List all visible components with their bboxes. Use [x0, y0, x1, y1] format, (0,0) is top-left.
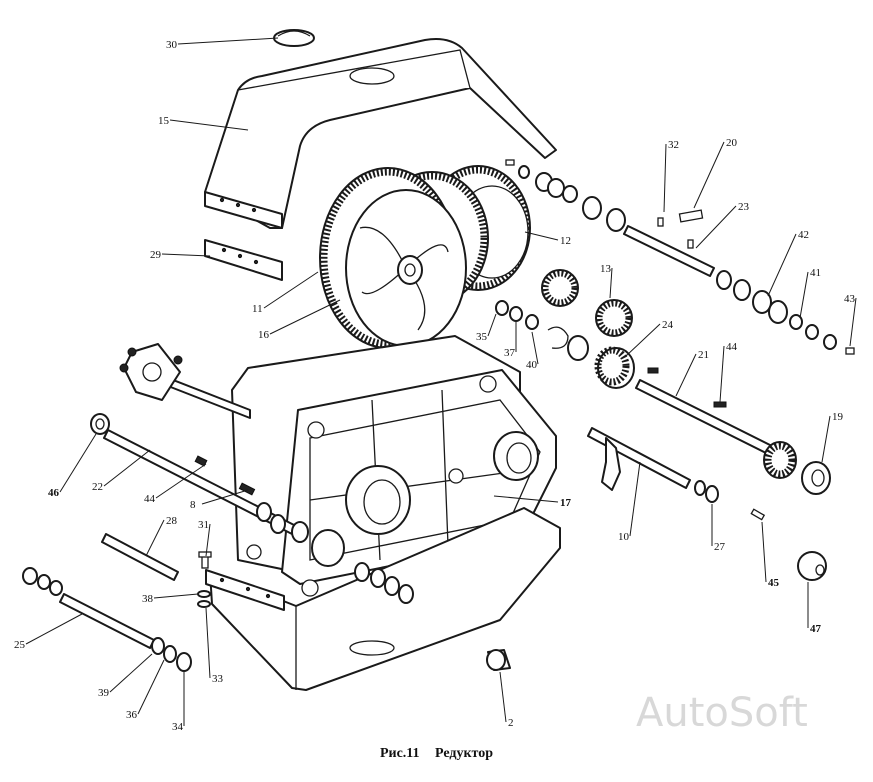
shaft-25-assembly [22, 567, 192, 672]
callout-number: 36 [126, 709, 138, 721]
callout-leader [695, 205, 737, 249]
figure-number: Рис.11 [379, 746, 420, 761]
callout-number: 46 [48, 487, 60, 499]
callout-leader [487, 313, 497, 337]
watermark: AutoSoft [636, 690, 808, 736]
callout-leader [675, 353, 697, 397]
callout-leader [609, 267, 613, 299]
callout-leader [153, 593, 199, 599]
top-cover [204, 38, 557, 229]
shaft-23-assembly [505, 159, 855, 355]
callout-leader [719, 345, 725, 403]
callout-leader [524, 231, 559, 241]
callout-leader [59, 433, 97, 493]
shaft-10-assembly [587, 427, 766, 521]
callout-leader [499, 671, 507, 723]
callout-number: 31 [198, 519, 209, 531]
callout-leader [629, 461, 641, 537]
callout-leader [663, 143, 667, 213]
callout-number: 12 [560, 235, 571, 247]
callout-leader [161, 253, 211, 257]
ball-47 [797, 551, 827, 581]
washers-35-37-40 [495, 300, 635, 389]
callout-number: 44 [144, 493, 156, 505]
callout-leader [109, 653, 153, 693]
callout-leader [263, 271, 319, 309]
callout-leader [103, 449, 151, 487]
callout-leader [767, 233, 797, 297]
filler-cap [273, 29, 315, 47]
callout-leader [693, 141, 725, 209]
callout-labels: 30 15 29 11 16 12 32 20 23 42 41 43 13 24 35 37 40 21 44 19… [14, 37, 857, 733]
callout-number: 24 [662, 319, 674, 331]
callout-leader [25, 613, 83, 645]
lower-bearings [256, 502, 414, 604]
callout-leader [849, 297, 857, 347]
callout-leader [145, 519, 165, 557]
callout-number: 11 [252, 303, 263, 315]
callout-number: 19 [832, 411, 844, 423]
callout-leader [155, 463, 207, 499]
callout-leader [493, 495, 559, 503]
callout-number: 20 [726, 137, 738, 149]
callout-number: 15 [158, 115, 170, 127]
callout-number: 27 [714, 541, 726, 553]
pinion-gears [541, 269, 633, 337]
callout-number: 21 [698, 349, 709, 361]
callout-leader [799, 271, 809, 319]
callout-number: 17 [560, 497, 572, 509]
callout-number: 23 [738, 201, 750, 213]
callout-number: 41 [810, 267, 821, 279]
callout-number: 33 [212, 673, 224, 685]
callout-leader [205, 523, 211, 557]
oil-pan [205, 507, 561, 691]
callout-number: 16 [258, 329, 270, 341]
callout-leader [201, 489, 249, 505]
callout-number: 13 [600, 263, 612, 275]
callout-number: 45 [768, 577, 780, 589]
callout-number: 29 [150, 249, 162, 261]
callout-leader [625, 323, 661, 357]
callout-number: 32 [668, 139, 679, 151]
pin-28 [101, 533, 179, 581]
callout-number: 10 [618, 531, 630, 543]
shaft-21-assembly [635, 367, 831, 495]
callout-leader [761, 521, 767, 583]
callout-number: 34 [172, 721, 184, 733]
callout-leader [205, 607, 211, 679]
callout-number: 30 [166, 39, 178, 51]
callout-leader [531, 331, 539, 365]
callout-number: 25 [14, 639, 26, 651]
gasket-strip [204, 239, 283, 281]
callout-number: 8 [190, 499, 196, 511]
callout-leader [169, 119, 249, 131]
large-gear-front [319, 167, 467, 349]
callout-leader [821, 415, 831, 463]
callout-number: 28 [166, 515, 178, 527]
callout-number: 42 [798, 229, 809, 241]
callout-number: 2 [508, 717, 514, 729]
figure-title: Редуктор [435, 746, 494, 761]
callout-number: 44 [726, 341, 738, 353]
callout-number: 35 [476, 331, 488, 343]
callout-number: 39 [98, 687, 110, 699]
input-shaft-assembly [119, 343, 251, 419]
bolt-and-washers [197, 551, 212, 608]
figure-caption: Рис.11 Редуктор [0, 746, 873, 762]
callout-number: 22 [92, 481, 103, 493]
callout-leader [177, 37, 279, 45]
callout-number: 38 [142, 593, 154, 605]
callout-number: 47 [810, 623, 822, 635]
drain-plug [486, 649, 511, 671]
callout-number: 37 [504, 347, 516, 359]
callout-number: 43 [844, 293, 856, 305]
callout-leader [137, 659, 165, 715]
callout-number: 40 [526, 359, 538, 371]
gearbox-housing [231, 335, 557, 597]
callout-leader [269, 299, 341, 335]
